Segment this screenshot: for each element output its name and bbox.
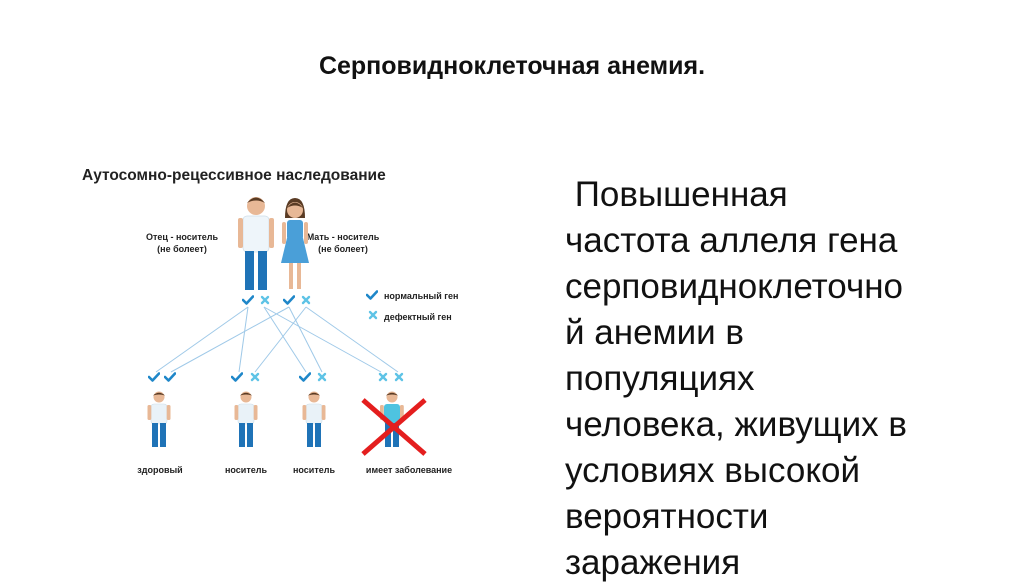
mother-genes — [283, 295, 311, 305]
child-label-healthy: здоровый — [137, 465, 182, 475]
legend-defective-gene: дефектный ген — [384, 312, 452, 322]
inheritance-diagram: Аутосомно-рецессивное наследование Отец … — [82, 167, 458, 475]
father-figure — [238, 197, 274, 290]
body-line: серповидноклеточно — [565, 267, 904, 306]
body-line: популяциях — [565, 359, 755, 398]
child-carrier-figure-1 — [234, 391, 258, 448]
father-label: Отец - носитель — [146, 232, 218, 242]
body-line: й анемии в — [565, 313, 745, 352]
mother-label-note: (не болеет) — [318, 244, 368, 254]
body-line: заражения — [565, 543, 741, 582]
child-label-affected: имеет заболевание — [366, 465, 452, 475]
body-line: частота аллеля гена — [565, 221, 898, 260]
father-genes — [242, 295, 270, 305]
mother-label: Мать - носитель — [307, 232, 380, 242]
slide-title: Серповидноклеточная анемия. — [318, 52, 706, 80]
inheritance-lines — [155, 306, 399, 373]
body-line: условиях высокой — [565, 451, 861, 490]
body-text: Повышенная частота аллеля гена серповидн… — [565, 172, 985, 586]
child-carrier-figure-2 — [302, 391, 326, 448]
child-label-carrier-2: носитель — [293, 465, 335, 475]
legend-normal-gene: нормальный ген — [384, 291, 458, 301]
child-label-carrier-1: носитель — [225, 465, 267, 475]
body-line: человека, живущих в — [565, 405, 907, 444]
body-line: Повышенная — [565, 175, 788, 214]
normal-gene-icon — [366, 290, 378, 300]
defective-gene-icon — [368, 310, 378, 320]
mother-figure — [281, 198, 309, 289]
diagram-heading: Аутосомно-рецессивное наследование — [82, 167, 386, 184]
father-label-note: (не болеет) — [157, 244, 207, 254]
child-genes — [148, 372, 404, 382]
red-cross-mark — [361, 398, 427, 456]
body-line: вероятности — [565, 497, 769, 536]
legend: нормальный ген дефектный ген — [366, 290, 458, 322]
child-healthy-figure — [147, 391, 171, 448]
